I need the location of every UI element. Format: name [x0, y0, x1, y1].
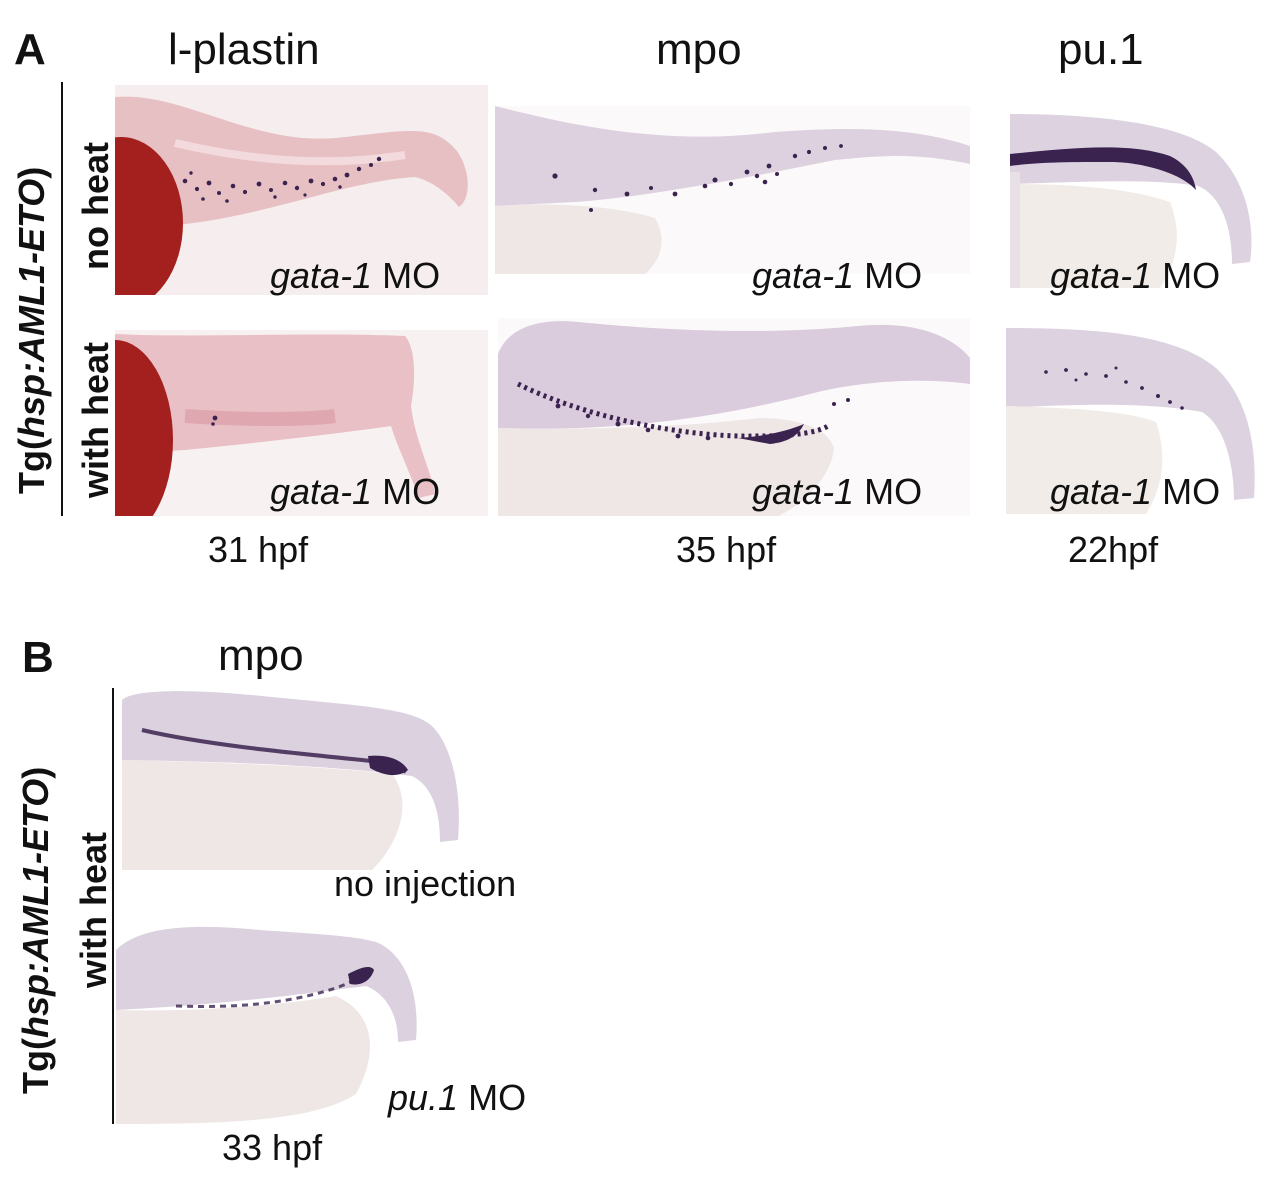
- row-label-with-heat: with heat: [75, 341, 116, 498]
- panel-b-row-label-2: pu.1 MO: [388, 1077, 527, 1118]
- morpholino-label-a3: gata-1 MO: [1050, 255, 1221, 296]
- panel-b-letter: B: [22, 633, 54, 682]
- stage-label-31hpf: 31 hpf: [208, 529, 309, 570]
- column-title-pu1: pu.1: [1058, 25, 1144, 74]
- panel-b-bracket-line: [112, 688, 114, 1124]
- photo-mpo-with-heat: [498, 318, 970, 516]
- morpholino-label-a2: gata-1 MO: [752, 255, 923, 296]
- morpholino-label-a1: gata-1 MO: [270, 255, 441, 296]
- photo-l-plastin-with-heat: [115, 330, 488, 516]
- stage-label-22hpf: 22hpf: [1068, 529, 1159, 570]
- panel-b-column-title: mpo: [218, 631, 304, 680]
- photo-mpo-pu1-mo: [116, 924, 556, 1124]
- panel-a-genotype-label: Tg(hsp:AML1-ETO): [11, 166, 52, 494]
- morpholino-label-a5: gata-1 MO: [752, 471, 923, 512]
- column-title-mpo: mpo: [656, 25, 742, 74]
- panel-a-bracket-line: [61, 82, 63, 516]
- panel-b-stage-label: 33 hpf: [222, 1127, 323, 1168]
- photo-pu1-no-heat: [1010, 112, 1268, 288]
- morpholino-label-a4: gata-1 MO: [270, 471, 441, 512]
- panel-b-row-label-1: no injection: [334, 863, 517, 904]
- panel-a-letter: A: [14, 25, 46, 74]
- photo-l-plastin-no-heat: [115, 85, 488, 295]
- morpholino-label-a6: gata-1 MO: [1050, 471, 1221, 512]
- photo-pu1-with-heat: [1006, 328, 1268, 514]
- photo-mpo-no-heat: [495, 106, 970, 274]
- column-title-l-plastin: l-plastin: [168, 25, 320, 74]
- panel-b-genotype-label: Tg(hsp:AML1-ETO): [15, 766, 56, 1094]
- row-label-no-heat: no heat: [75, 141, 116, 270]
- panel-b-condition-label: with heat: [73, 831, 114, 988]
- stage-label-35hpf: 35 hpf: [676, 529, 777, 570]
- photo-mpo-no-injection: [122, 690, 562, 870]
